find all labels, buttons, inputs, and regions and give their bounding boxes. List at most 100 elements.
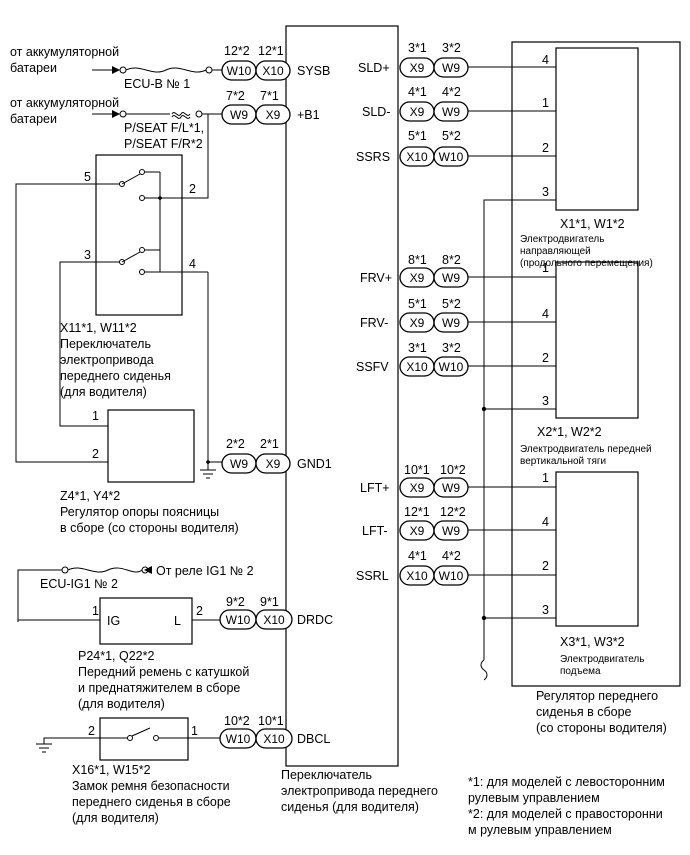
pin-note: 5*2 xyxy=(442,297,461,311)
pin-note: 3*1 xyxy=(408,341,427,355)
fuse-label: ECU-B № 1 xyxy=(124,77,190,91)
pin-sld-minus: 4*1 4*2 X9 W9 SLD- 1 xyxy=(362,85,556,122)
connector-label: X9 xyxy=(410,61,425,75)
connector-x9 xyxy=(255,453,291,474)
pin-note: 2*2 xyxy=(226,437,245,451)
pin-number: 4 xyxy=(542,515,549,529)
pin-note: 3*2 xyxy=(442,41,461,55)
component-code: X11*1, W11*2 xyxy=(60,321,137,335)
ecu-label-line: сиденья (для водителя) xyxy=(281,800,419,814)
motor-ground-bus: 3 3 3 xyxy=(480,185,556,681)
component-label: подъема xyxy=(560,666,601,677)
component-label: переднего сиденья в сборе xyxy=(72,795,231,809)
component-label: (для водителя) xyxy=(72,811,159,825)
connector-label: X9 xyxy=(410,481,425,495)
pin-note: 10*1 xyxy=(404,463,430,477)
pin-name: SSRL xyxy=(356,569,389,583)
pin-number: 2 xyxy=(542,141,549,155)
pin-ssrl: 4*1 4*2 X10 W10 SSRL 2 xyxy=(356,549,556,586)
pin-note: 4*1 xyxy=(408,549,427,563)
connector-label: W10 xyxy=(439,360,464,374)
motor-lift: X3*1, W3*2 Электродвигатель подъема xyxy=(555,471,644,677)
connector-label: X9 xyxy=(410,316,425,330)
connector-label: W9 xyxy=(442,61,460,75)
connector-label: W10 xyxy=(226,613,251,627)
pin-number: 1 xyxy=(191,724,198,738)
component-code: X1*1, W1*2 xyxy=(560,217,625,231)
arrow-icon xyxy=(112,110,120,118)
pin-name: DRDC xyxy=(297,613,333,627)
pin-name: SYSB xyxy=(297,64,330,78)
ecu-body xyxy=(285,25,399,767)
connector-label: X9 xyxy=(266,457,281,471)
pin-number: 2 xyxy=(189,182,196,196)
connector-label: X9 xyxy=(266,108,281,122)
connector-label: W9 xyxy=(230,457,248,471)
switch-box xyxy=(95,154,183,316)
pin-number: 1 xyxy=(92,409,99,423)
ecu-label: Переключатель электропривода переднего с… xyxy=(281,768,438,814)
component-label: Электродвигатель передней xyxy=(520,444,652,455)
pin-name: SLD+ xyxy=(358,61,390,75)
motor-box xyxy=(555,471,639,627)
component-label: и преднатяжителем в сборе xyxy=(78,681,240,695)
fuse-label: P/SEAT F/R*2 xyxy=(124,137,203,151)
pin-note: 4*1 xyxy=(408,85,427,99)
pin-name: FRV+ xyxy=(360,271,392,285)
component-label: сиденья в сборе xyxy=(536,705,632,719)
pin-note: 4*2 xyxy=(442,85,461,99)
pin-name: SSRS xyxy=(356,150,390,164)
connector-x10 xyxy=(255,609,293,630)
pin-number: 2 xyxy=(542,559,549,573)
pin-ssrs: 5*1 5*2 X10 W10 SSRS 2 xyxy=(356,129,556,167)
ecu-label-line: электропривода переднего xyxy=(281,784,438,798)
battery-label: от аккумуляторной xyxy=(10,96,119,110)
pin-name: LFT- xyxy=(362,524,388,538)
pin-note: 7*1 xyxy=(260,89,279,103)
footnote: *2: для моделей с правосторонни xyxy=(468,807,663,821)
pin-note: 10*1 xyxy=(258,714,284,728)
pin-b1: 7*2 7*1 W9 X9 +B1 xyxy=(221,89,320,125)
pin-number: 4 xyxy=(542,307,549,321)
pin-note: 8*2 xyxy=(442,253,461,267)
battery-label: от аккумуляторной xyxy=(10,45,119,59)
connector-label: X10 xyxy=(406,360,428,374)
connector-label: W9 xyxy=(442,316,460,330)
belt-terminal-l: L xyxy=(174,614,181,628)
pin-note: 5*1 xyxy=(408,129,427,143)
belt-box xyxy=(99,597,193,645)
connector-x10 xyxy=(255,728,293,749)
pin-number: 3 xyxy=(84,248,91,262)
pin-note: 4*2 xyxy=(442,549,461,563)
pin-number: 3 xyxy=(542,394,549,408)
connector-label: X9 xyxy=(410,105,425,119)
motor-box xyxy=(555,47,639,211)
pin-ssfv: 3*1 3*2 X10 W10 SSFV 2 xyxy=(356,341,556,377)
component-code: Z4*1, Y4*2 xyxy=(60,489,120,503)
connector-label: X10 xyxy=(406,150,428,164)
pin-name: SLD- xyxy=(362,105,390,119)
connector-label: W10 xyxy=(439,569,464,583)
pin-number: 2 xyxy=(88,724,95,738)
arrow-icon xyxy=(144,566,152,574)
pin-frv-plus: 8*1 8*2 X9 W9 FRV+ 1 xyxy=(360,253,556,288)
component-code: X16*1, W15*2 xyxy=(72,763,151,777)
connector-label: W9 xyxy=(230,108,248,122)
pin-name: LFT+ xyxy=(360,481,390,495)
pin-note: 12*1 xyxy=(258,44,284,58)
pin-number: 2 xyxy=(92,447,99,461)
motor-box xyxy=(555,261,639,419)
footnote: рулевым управлением xyxy=(468,791,600,805)
pin-number: 1 xyxy=(92,604,99,618)
pin-number: 2 xyxy=(196,604,203,618)
pin-note: 7*2 xyxy=(226,89,245,103)
pin-note: 3*1 xyxy=(408,41,427,55)
component-code: X2*1, W2*2 xyxy=(537,425,602,439)
seatbelt-pretensioner: 1 2 IG L P24*1, Q22*2 Передний ремень с … xyxy=(18,597,249,711)
footnote: *1: для моделей с левосторонним xyxy=(468,775,665,789)
fuse-icon xyxy=(125,67,207,73)
component-label: (продольного перемещения) xyxy=(520,258,653,269)
connector-label: X10 xyxy=(262,64,284,78)
pin-note: 5*1 xyxy=(408,297,427,311)
